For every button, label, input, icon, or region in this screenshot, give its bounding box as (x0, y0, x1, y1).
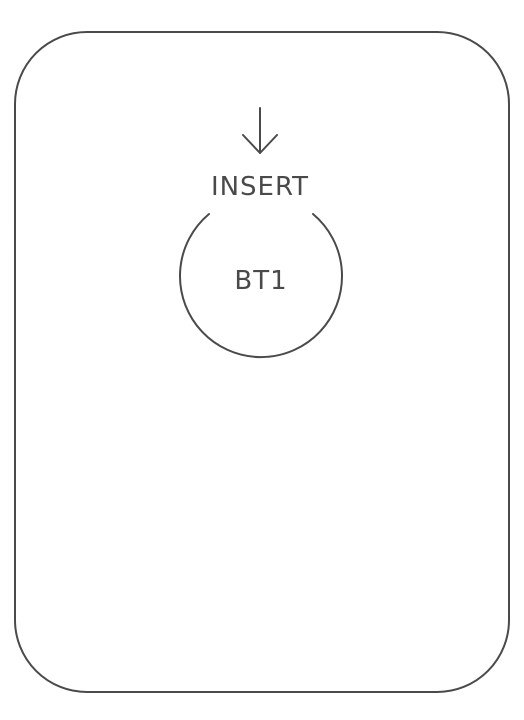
board-outline (14, 31, 510, 693)
arrow-down-icon (242, 107, 278, 154)
arrow-head (242, 134, 278, 154)
battery-label: BT1 (234, 266, 287, 296)
insert-label: INSERT (211, 172, 309, 202)
battery-slot-icon (179, 213, 343, 359)
